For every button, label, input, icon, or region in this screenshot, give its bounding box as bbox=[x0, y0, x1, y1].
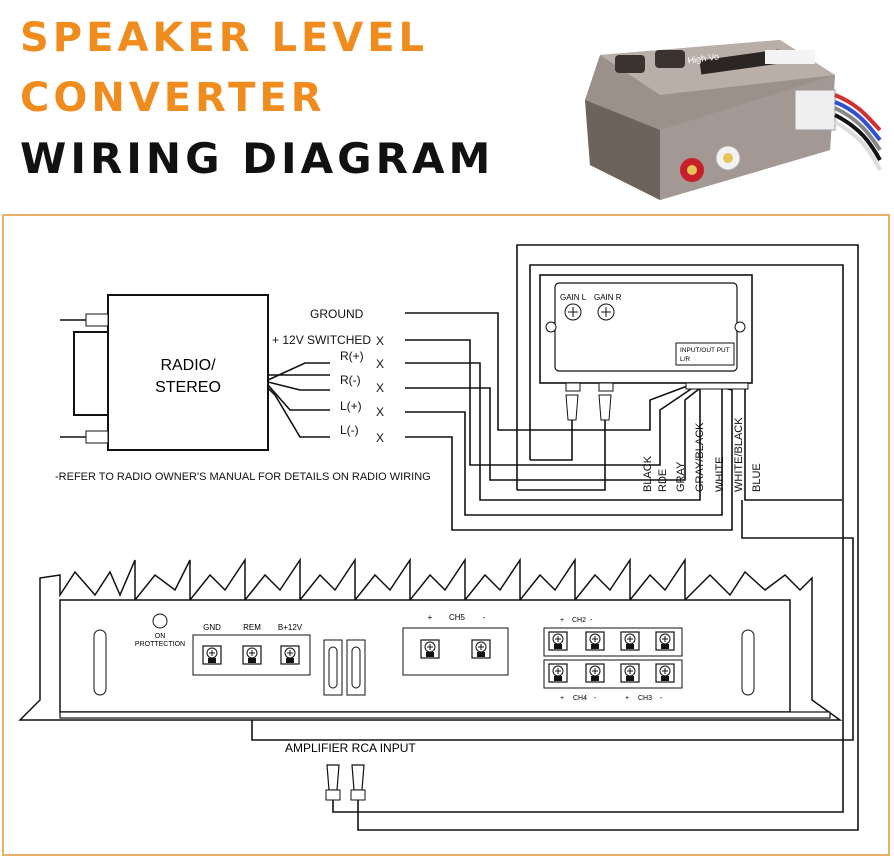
ch5-plus: + bbox=[428, 613, 433, 622]
converter-product-image: High Vo bbox=[585, 40, 882, 200]
label-r-plus: R(+) bbox=[340, 349, 364, 363]
on-label: ON bbox=[155, 633, 166, 640]
wire-label-white: WHITE bbox=[714, 457, 726, 492]
x-mark-4: X bbox=[376, 405, 384, 419]
ch3-minus: - bbox=[660, 695, 663, 702]
label-l-plus: L(+) bbox=[340, 399, 362, 413]
b12-label: B+12V bbox=[278, 623, 303, 632]
amplifier-unit: ON PROTTECTION GND REM B+12V + CH5 - + bbox=[18, 557, 843, 721]
ch2-plus: + bbox=[560, 617, 564, 624]
radio-stereo-unit: RADIO/ STEREO bbox=[73, 294, 269, 451]
label-12v-switched: + 12V SWITCHED bbox=[272, 333, 371, 347]
ch5-label: CH5 bbox=[449, 613, 466, 622]
radio-wire-labels: GROUND + 12V SWITCHED R(+) R(-) L(+) L(-… bbox=[55, 307, 431, 483]
radio-label-2: STEREO bbox=[155, 379, 221, 396]
x-mark-1: X bbox=[376, 334, 384, 348]
product-photo: High Vo bbox=[585, 40, 882, 200]
wire-label-gray: GRAY bbox=[675, 461, 687, 492]
wire-label-red: RDE bbox=[657, 469, 669, 492]
x-mark-3: X bbox=[376, 381, 384, 395]
gnd-label: GND bbox=[203, 623, 221, 632]
radio-label-1: RADIO/ bbox=[160, 357, 216, 374]
label-ground: GROUND bbox=[310, 307, 364, 321]
rca-right-wire bbox=[357, 244, 859, 831]
wire-label-white-black: WHITE/BLACK bbox=[733, 417, 745, 492]
io-label-1: INPUT/OUT PUT bbox=[680, 347, 730, 354]
wire-label-gray-black: GRAY/BLACK bbox=[694, 422, 706, 492]
protection-label: PROTTECTION bbox=[135, 641, 185, 648]
rca-input-label: AMPLIFIER RCA INPUT bbox=[285, 741, 416, 755]
wire-color-labels: BLACK RDE GRAY GRAY/BLACK WHITE WHITE/BL… bbox=[642, 417, 763, 492]
rem-label: REM bbox=[243, 623, 261, 632]
outer-frame bbox=[2, 214, 890, 856]
ch4-minus: - bbox=[594, 695, 597, 702]
protection-led bbox=[152, 613, 168, 629]
label-r-minus: R(-) bbox=[340, 373, 361, 387]
gain-r-label: GAIN R bbox=[594, 293, 622, 302]
speaker-level-converter: GAIN L GAIN R INPUT/OUT PUT L/R bbox=[539, 274, 753, 421]
ch3-label: CH3 bbox=[638, 695, 652, 702]
product-brand-text: High Vo bbox=[687, 51, 720, 65]
ch4-label: CH4 bbox=[573, 695, 587, 702]
ch2-label: CH2 bbox=[572, 617, 586, 624]
title-line-2: CONVERTER bbox=[20, 75, 326, 121]
wire-label-black: BLACK bbox=[642, 455, 654, 492]
ch3-plus: + bbox=[625, 695, 629, 702]
gain-l-label: GAIN L bbox=[560, 293, 587, 302]
label-l-minus: L(-) bbox=[340, 423, 359, 437]
x-mark-5: X bbox=[376, 431, 384, 445]
ch5-minus: - bbox=[483, 613, 486, 622]
radio-note: -REFER TO RADIO OWNER'S MANUAL FOR DETAI… bbox=[55, 471, 431, 483]
x-mark-2: X bbox=[376, 357, 384, 371]
amplifier-rca-plugs: AMPLIFIER RCA INPUT bbox=[285, 741, 416, 801]
wires bbox=[60, 244, 859, 831]
ch4-plus: + bbox=[560, 695, 564, 702]
io-label-2: L/R bbox=[680, 356, 690, 363]
wire-label-blue: BLUE bbox=[751, 463, 763, 492]
title-line-1: SPEAKER LEVEL bbox=[20, 15, 429, 61]
ch2-minus: - bbox=[590, 617, 593, 624]
title-line-3: WIRING DIAGRAM bbox=[20, 134, 495, 183]
